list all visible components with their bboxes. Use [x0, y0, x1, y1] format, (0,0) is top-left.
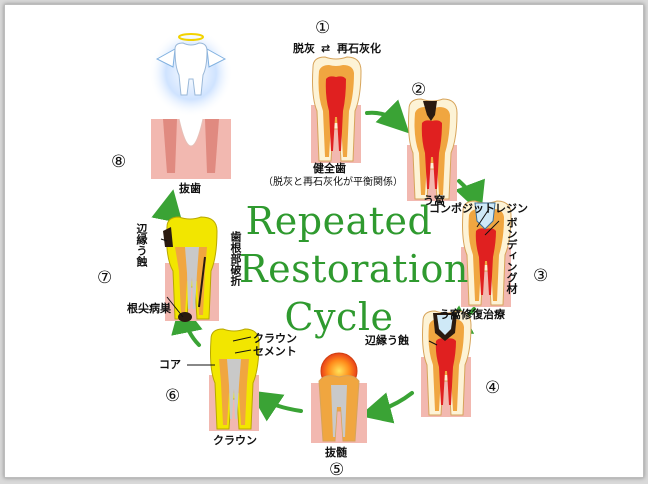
diagram-graphics [149, 29, 512, 443]
tooth-4-marginal-caries [421, 310, 472, 417]
arrow-1-to-2 [365, 99, 410, 134]
tooth-7-fracture [163, 216, 219, 322]
tooth-6-crown [209, 328, 260, 431]
stage-1-remineralization: 再石灰化 [337, 42, 381, 55]
arrow-2-to-3 [454, 178, 485, 215]
diagram-canvas: Repeated Restoration Cycle ① 脱灰 ⇄ 再石灰化 健… [19, 15, 637, 480]
stage-3-callout-bonding: ボンディング材 [505, 217, 518, 294]
stage-1-label: 健全歯 [313, 162, 346, 175]
arrow-5-to-6 [249, 390, 303, 422]
stage-6-label: クラウン [213, 434, 257, 447]
image-frame: Repeated Restoration Cycle ① 脱灰 ⇄ 再石灰化 健… [4, 4, 644, 480]
callout-lines [160, 208, 500, 366]
tooth-5-pulpectomy [311, 352, 367, 443]
stage-3-label: う窩修復治療 [439, 308, 505, 321]
stage-8-label: 抜歯 [179, 182, 201, 195]
stage-4-number: ④ [485, 378, 501, 398]
stage-7-callout-periapical-lesion: 根尖病巣 [127, 302, 171, 315]
title-line-2: Restoration [239, 247, 469, 291]
stage-6-number: ⑥ [165, 386, 181, 406]
stage-6-callout-crown: クラウン [253, 332, 297, 345]
stage-1-number: ① [315, 18, 331, 38]
stage-6-callout-cement: セメント [253, 345, 297, 358]
title-line-3: Cycle [284, 295, 394, 339]
stage-6-callout-core: コア [159, 358, 181, 371]
stage-7-callout-marginal-caries: 辺縁う蝕 [135, 223, 148, 267]
stage-3-callout-resin: コンポジットレジン [429, 202, 528, 215]
tooth-8-extraction [149, 29, 233, 179]
arrow-4-to-5 [359, 391, 414, 424]
stage-3-number: ③ [533, 266, 549, 286]
stage-5-label: 抜髄 [325, 446, 347, 459]
stage-7-number: ⑦ [97, 268, 113, 288]
stage-1-swap-arrow: ⇄ [321, 42, 331, 55]
stage-7-callout-root-fracture: 歯根部破折 [229, 231, 242, 286]
stage-8-number: ⑧ [111, 152, 127, 172]
title-line-1: Repeated [245, 199, 433, 243]
stage-2-number: ② [411, 80, 427, 100]
stage-1-demineralization: 脱灰 [293, 42, 315, 55]
tooth-1-healthy [311, 56, 362, 163]
stage-4-label: 辺縁う蝕 [365, 334, 409, 347]
stage-2-label: う窩 [423, 194, 445, 207]
stage-1-sublabel: （脱灰と再石灰化が平衡関係） [263, 177, 403, 188]
stage-5-number: ⑤ [329, 460, 345, 480]
tooth-2-cavity [407, 98, 458, 201]
